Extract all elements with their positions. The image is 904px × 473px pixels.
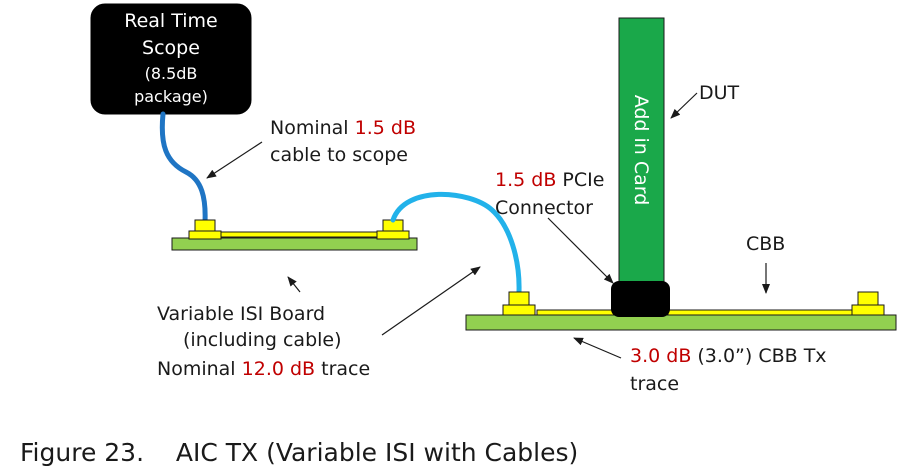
variable-isi-board [171, 219, 418, 251]
cbb-trace-label-line1: 3.0 dB (3.0”) CBB Tx [630, 345, 827, 367]
dut-arrow [670, 92, 698, 119]
cbb-trace-left [536, 309, 618, 316]
diagram-canvas: Real Time Scope (8.5dB package) Add in C… [90, 3, 897, 395]
cbb-trace-loss-value: 3.0 dB [630, 345, 691, 367]
scope-package-line1: (8.5dB [145, 64, 198, 83]
isi-board-trace [215, 231, 383, 238]
pcie-connector [611, 281, 670, 317]
isi-trace-loss-value: 12.0 dB [242, 358, 315, 380]
pcie-connector-label-line1: 1.5 dB PCIe [495, 169, 604, 191]
cbb-right-connector-top [857, 291, 879, 307]
isi-board-arrow [287, 276, 301, 293]
cable-loss-value: 1.5 dB [355, 117, 416, 139]
isi-left-connector-base [188, 230, 222, 240]
figure-number: Figure 23. [20, 438, 145, 467]
figure-title: AIC TX (Variable ISI with Cables) [175, 438, 579, 467]
cable-label-arrow [206, 141, 263, 179]
isi-board-label-line2: (including cable) [183, 329, 342, 351]
connector-loss-value: 1.5 dB [495, 169, 556, 191]
cbb-trace-right [667, 309, 856, 316]
isi-board-label-line3: Nominal 12.0 dB trace [157, 358, 370, 380]
isi-cable [390, 191, 522, 295]
add-in-card: Add in Card [618, 17, 665, 287]
cable-to-scope-label-line2: cable to scope [270, 144, 408, 166]
scope-title-line2: Scope [142, 37, 200, 59]
isi-left-connector-top [194, 219, 216, 233]
isi-board-label-line1: Variable ISI Board [157, 303, 325, 325]
cbb-trace-arrow [573, 337, 622, 359]
cbb-left-connector-base [502, 304, 536, 316]
isi-board-pcb [171, 237, 418, 251]
scope-package-line2: package) [134, 87, 208, 106]
scope-cable [159, 111, 208, 225]
cbb-pcb [465, 314, 897, 331]
figure-caption: Figure 23. AIC TX (Variable ISI with Cab… [20, 438, 578, 467]
cable-to-scope-label-line1: Nominal 1.5 dB [270, 117, 416, 139]
cbb-right-connector-base [851, 304, 885, 316]
cbb-label: CBB [746, 233, 785, 255]
scope-title-line1: Real Time [124, 10, 218, 32]
isi-right-connector-base [376, 230, 410, 240]
scope-box [90, 3, 252, 115]
dut-label: DUT [699, 82, 740, 104]
cbb-board [465, 291, 897, 331]
cbb-left-connector-top [508, 291, 530, 307]
real-time-scope: Real Time Scope (8.5dB package) [90, 3, 252, 115]
cbb-trace-label-line2: trace [630, 373, 679, 395]
connector-arrow [547, 217, 614, 284]
pcie-connector-label-line2: Connector [495, 197, 593, 219]
add-in-card-label: Add in Card [630, 95, 652, 206]
isi-cable-arrow [381, 266, 481, 336]
